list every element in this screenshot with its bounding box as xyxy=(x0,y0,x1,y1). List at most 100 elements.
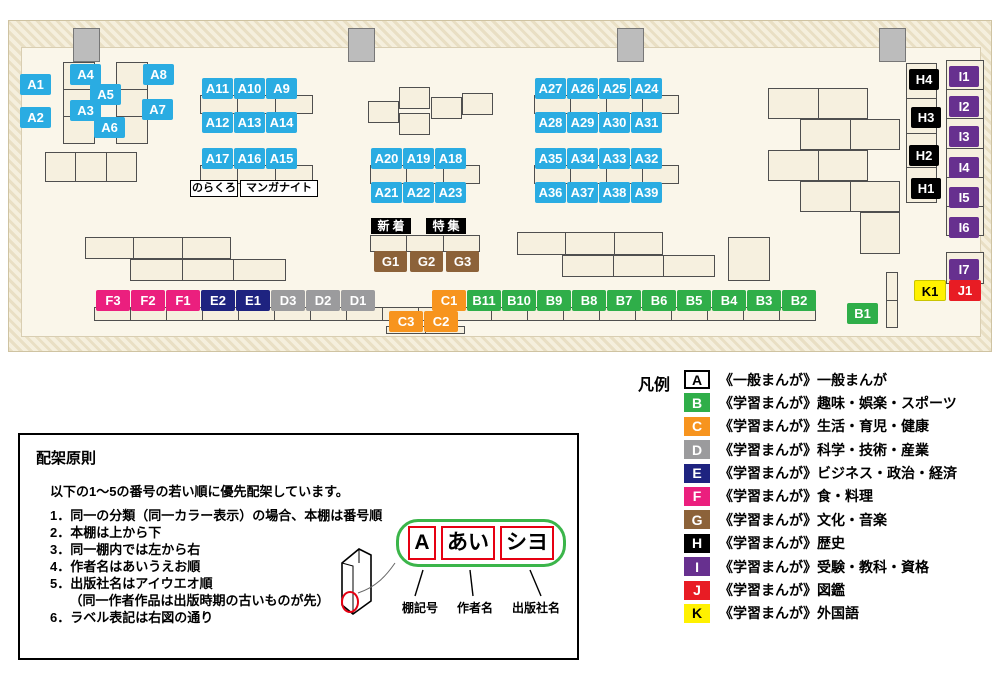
tag-label: 新着 xyxy=(371,218,411,234)
shelf-cell xyxy=(606,166,642,183)
shelf-label-a34: A34 xyxy=(567,148,598,169)
shelf-cell xyxy=(907,132,936,168)
shelf-label-a29: A29 xyxy=(567,112,598,133)
legend-label: 《学習まんが》文化・音楽 xyxy=(719,511,888,528)
shelf-label-b5: B5 xyxy=(677,290,711,311)
shelf-label-b11: B11 xyxy=(467,290,501,311)
legend-label: 《学習まんが》食・料理 xyxy=(719,488,874,505)
shelf-label-b1: B1 xyxy=(847,303,878,324)
shelf-cell xyxy=(442,166,479,183)
shelf-label-a17: A17 xyxy=(202,148,233,169)
shelf-label-a9: A9 xyxy=(266,78,297,99)
shelf-block xyxy=(800,119,900,150)
legend-item-j: J《学習まんが》図鑑 xyxy=(684,580,957,600)
shelf-label-e1: E1 xyxy=(236,290,270,311)
shelf-label-i7: I7 xyxy=(949,259,979,280)
shelf-cell xyxy=(642,96,678,113)
shelf-label-a30: A30 xyxy=(599,112,630,133)
shelf-cell xyxy=(570,96,606,113)
legend-item-k: K《学習まんが》外国語 xyxy=(684,603,957,623)
shelf-label-b3: B3 xyxy=(747,290,781,311)
legend-chip-g: G xyxy=(684,510,711,530)
book-label-cell-1: あい xyxy=(441,526,495,560)
shelf-label-a15: A15 xyxy=(266,148,297,169)
shelf-cell xyxy=(400,88,429,108)
shelf-cell xyxy=(907,167,936,202)
shelf-cell xyxy=(817,89,868,118)
pillar xyxy=(73,28,100,62)
shelf-label-a27: A27 xyxy=(535,78,566,99)
legend-label: 《学習まんが》受験・教科・資格 xyxy=(719,558,930,575)
shelf-cell xyxy=(371,236,406,251)
shelf-cell xyxy=(406,236,442,251)
shelf-label-c2: C2 xyxy=(424,311,458,332)
shelf-label-a18: A18 xyxy=(435,148,466,169)
legend-label: 《学習まんが》歴史 xyxy=(719,535,846,552)
book-anno-author: 作者名 xyxy=(457,601,494,615)
shelf-label-a12: A12 xyxy=(202,112,233,133)
legend-label: 《一般まんが》一般まんが xyxy=(719,371,888,388)
legend-item-e: E《学習まんが》ビジネス・政治・経済 xyxy=(684,463,957,483)
shelf-cell xyxy=(801,182,850,211)
legend-chip-h: H xyxy=(684,533,711,553)
shelf-label-g3: G3 xyxy=(446,251,479,272)
pillar xyxy=(617,28,644,62)
shelf-label-k1: K1 xyxy=(914,280,946,301)
shelf-block xyxy=(85,237,231,259)
shelf-cell xyxy=(742,308,779,320)
shelf-label-a36: A36 xyxy=(535,182,566,203)
shelf-cell xyxy=(663,256,714,276)
shelf-cell xyxy=(117,89,147,116)
shelf-label-i4: I4 xyxy=(949,157,979,178)
shelf-label-a31: A31 xyxy=(631,112,662,133)
shelf-label-a11: A11 xyxy=(202,78,233,99)
shelf-label-a20: A20 xyxy=(371,148,402,169)
shelf-block xyxy=(368,101,399,123)
shelf-label-b8: B8 xyxy=(572,290,606,311)
shelf-label-g2: G2 xyxy=(410,251,443,272)
legend-item-f: F《学習まんが》食・料理 xyxy=(684,486,957,506)
shelf-label-a39: A39 xyxy=(631,182,662,203)
shelf-label-a8: A8 xyxy=(143,64,174,85)
shelf-cell xyxy=(849,182,900,211)
legend-label: 《学習まんが》生活・育児・健康 xyxy=(719,418,930,435)
principle-item: 6．ラベル表記は右図の通り xyxy=(50,610,214,625)
shelf-label-f2: F2 xyxy=(131,290,165,311)
shelf-label-h2: H2 xyxy=(909,145,939,166)
shelf-cell xyxy=(947,118,983,147)
shelf-label-c3: C3 xyxy=(389,311,423,332)
shelf-label-a21: A21 xyxy=(371,182,402,203)
legend-item-a: A《一般まんが》一般まんが xyxy=(684,370,957,389)
shelf-label-h1: H1 xyxy=(911,178,941,199)
shelf-block xyxy=(768,88,868,119)
shelf-cell xyxy=(907,97,936,133)
shelf-cell xyxy=(432,98,461,118)
shelf-block xyxy=(370,235,480,252)
shelf-cell xyxy=(75,153,105,181)
shelf-cell xyxy=(563,256,613,276)
shelf-cell xyxy=(346,308,382,320)
shelf-label-a26: A26 xyxy=(567,78,598,99)
legend-item-g: G 《学習まんが》文化・音楽 xyxy=(684,510,957,530)
shelf-label-g1: G1 xyxy=(374,251,407,272)
shelf-label-a32: A32 xyxy=(631,148,662,169)
shelf-label-a23: A23 xyxy=(435,182,466,203)
shelf-cell xyxy=(642,166,678,183)
shelf-cell xyxy=(181,260,234,280)
shelf-cell xyxy=(526,308,563,320)
book-anno-publisher: 出版社名 xyxy=(512,601,561,615)
shelf-cell xyxy=(86,238,133,258)
shelf-label-i3: I3 xyxy=(949,126,979,147)
shelf-label-h4: H4 xyxy=(909,69,939,90)
shelf-block xyxy=(130,259,286,281)
shelf-block xyxy=(562,255,715,277)
shelf-cell xyxy=(670,308,707,320)
legend-label: 《学習まんが》科学・技術・産業 xyxy=(719,441,930,458)
shelf-label-d3: D3 xyxy=(271,290,305,311)
shelf-cell xyxy=(238,308,274,320)
shelf-cell xyxy=(769,89,818,118)
shelf-cell xyxy=(463,94,492,114)
shelf-block xyxy=(728,237,770,281)
